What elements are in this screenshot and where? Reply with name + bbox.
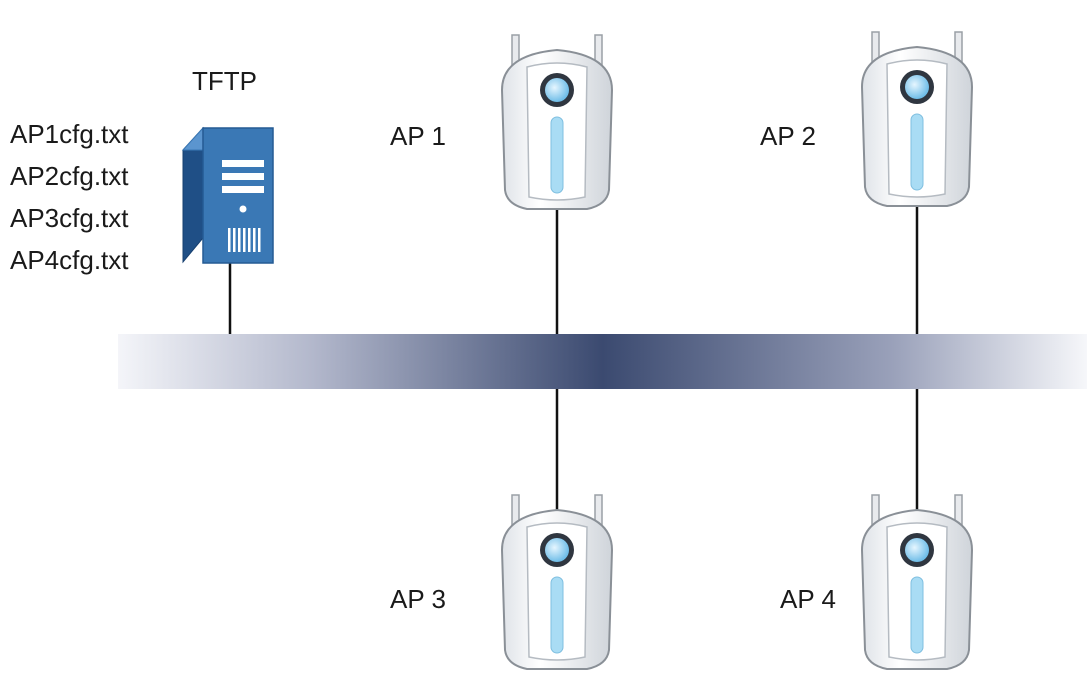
access-point-1-icon [501,34,613,210]
ap4-label: AP 4 [780,584,836,614]
ap1-label: AP 1 [390,121,446,151]
config-file-1: AP1cfg.txt [10,119,129,149]
config-file-2: AP2cfg.txt [10,161,129,191]
ap3-label: AP 3 [390,584,446,614]
server-icon [181,126,274,264]
config-file-4: AP4cfg.txt [10,245,129,275]
access-point-2-icon [861,31,973,207]
config-file-3: AP3cfg.txt [10,203,129,233]
ap2-label: AP 2 [760,121,816,151]
access-point-3-icon [501,494,613,670]
network-bar [118,334,1087,389]
server-title: TFTP [192,66,257,96]
access-point-4-icon [861,494,973,670]
